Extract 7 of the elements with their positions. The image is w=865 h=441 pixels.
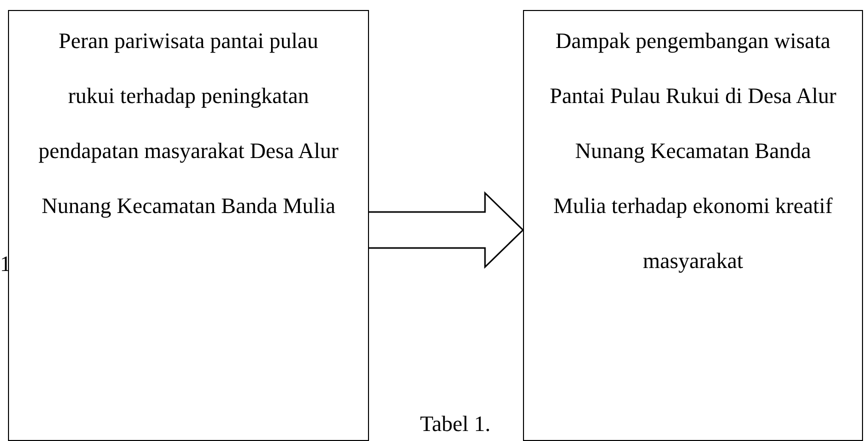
- box-text: Dampak pengembangan wisata Pantai Pulau Rukui di Desa Alur Nunang Kecamatan Banda Mulia terhadap ekonomi kreatif masyarakat: [548, 27, 838, 275]
- text-box: [8, 10, 369, 441]
- text-box: [523, 10, 863, 441]
- block-arrow: [368, 191, 524, 269]
- caption-text: Tabel 1.: [420, 410, 491, 438]
- caption-text: 1: [0, 250, 11, 278]
- box-text: Peran pariwisata pantai pulau rukui terhadap peningkatan pendapatan masyarakat Desa Alur Nunang Kecamatan Banda Mulia: [38, 27, 340, 220]
